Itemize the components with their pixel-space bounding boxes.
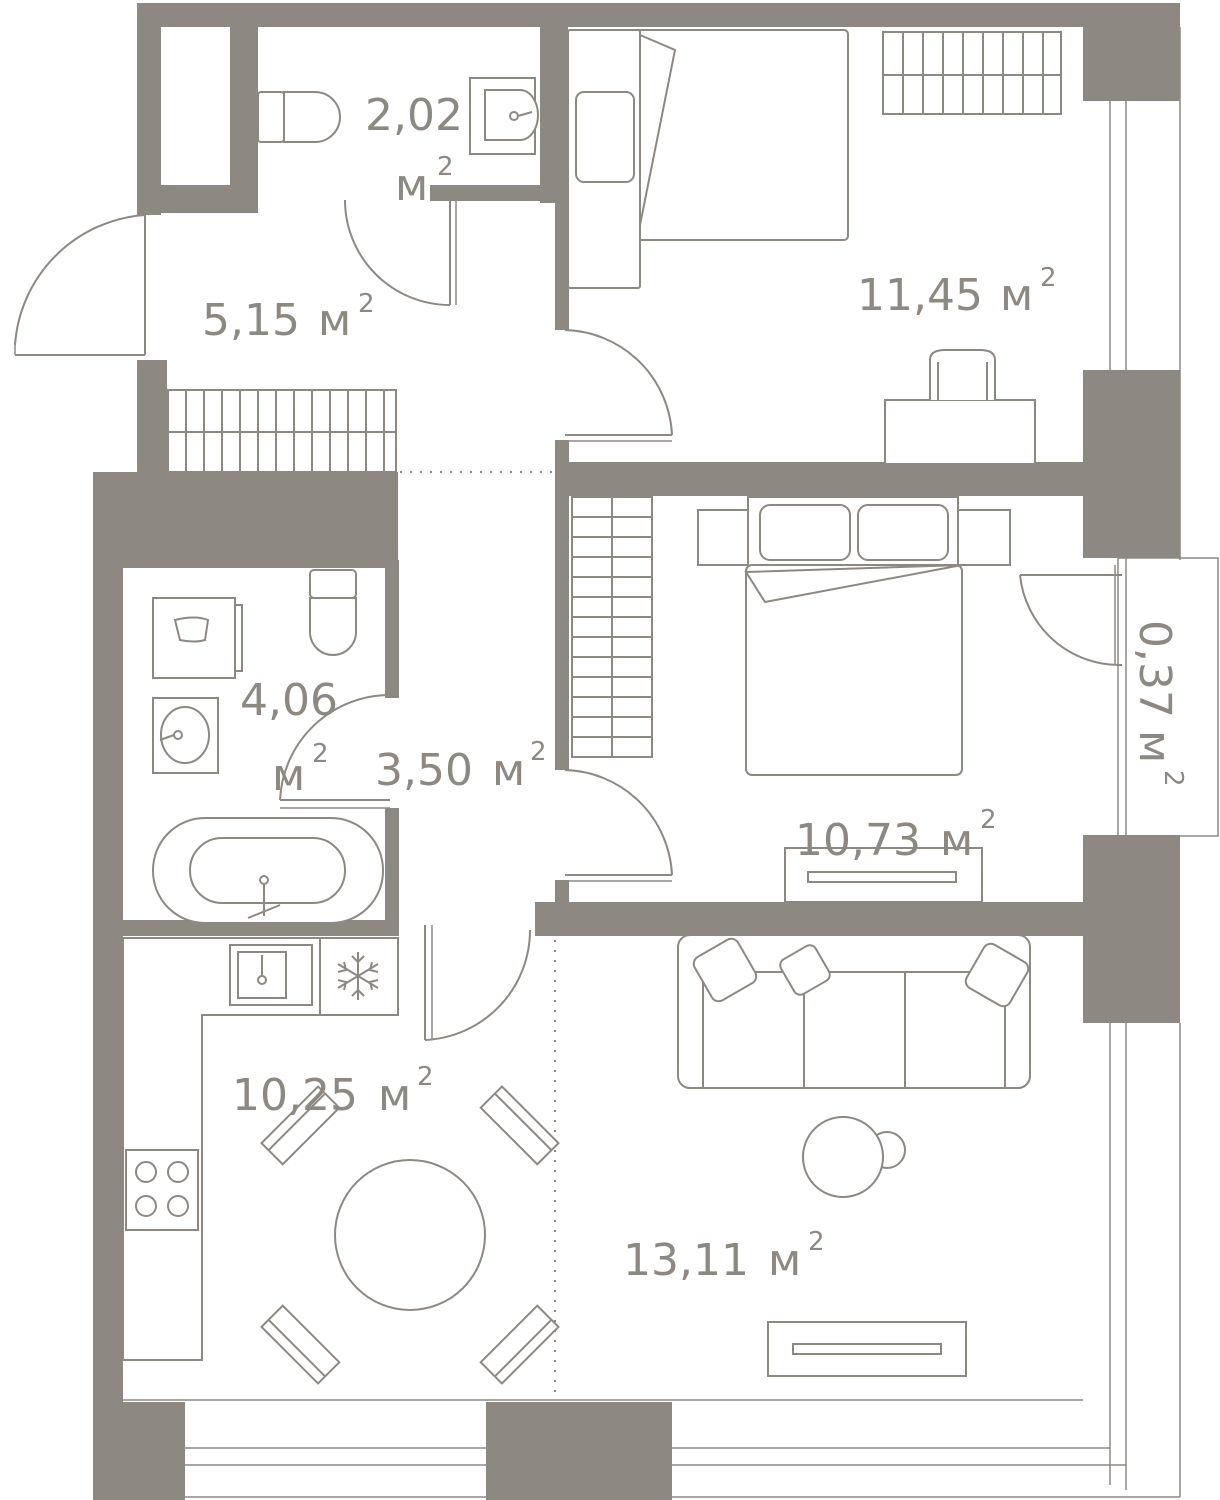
room-label-hall: 5,15 м 2 bbox=[202, 289, 375, 346]
bathtub-icon bbox=[152, 817, 384, 924]
svg-text:2: 2 bbox=[437, 152, 454, 182]
windows bbox=[93, 27, 1219, 1498]
svg-text:м: м bbox=[492, 745, 525, 796]
tv-stand-icon bbox=[767, 1321, 967, 1377]
bed-icon bbox=[697, 496, 1011, 776]
svg-text:м: м bbox=[1129, 730, 1180, 763]
sofa-icon bbox=[677, 934, 1031, 1089]
svg-text:м: м bbox=[378, 1070, 411, 1121]
svg-text:2,02: 2,02 bbox=[365, 90, 463, 141]
chair-icon bbox=[260, 1304, 341, 1385]
svg-text:13,11: 13,11 bbox=[623, 1235, 749, 1286]
snowflake-icon bbox=[337, 952, 379, 1000]
svg-text:м: м bbox=[272, 750, 305, 801]
svg-text:2: 2 bbox=[358, 289, 375, 319]
sink-icon bbox=[229, 944, 313, 1006]
sink-icon bbox=[152, 697, 219, 774]
room-label-bedroom-1: 11,45 м 2 bbox=[857, 263, 1057, 321]
dining-table-icon bbox=[260, 1085, 560, 1385]
chair-icon bbox=[260, 1085, 341, 1166]
room-label-wc: 2,02 м 2 bbox=[365, 90, 463, 211]
room-label-bathroom: 4,06 м 2 bbox=[240, 675, 338, 801]
svg-text:2: 2 bbox=[530, 737, 547, 767]
svg-text:2: 2 bbox=[1158, 770, 1188, 787]
svg-text:0,37: 0,37 bbox=[1129, 620, 1180, 718]
room-label-balcony: 0,37 м 2 bbox=[1129, 620, 1188, 787]
room-label-living: 13,11 м 2 bbox=[623, 1227, 825, 1286]
svg-text:3,50: 3,50 bbox=[375, 745, 473, 796]
svg-text:5,15: 5,15 bbox=[202, 295, 300, 346]
toilet-icon bbox=[309, 569, 357, 656]
room-label-corridor: 3,50 м 2 bbox=[375, 737, 547, 796]
doors bbox=[14, 196, 1123, 1041]
sink-icon bbox=[469, 77, 539, 155]
wardrobe-icon bbox=[167, 389, 397, 473]
svg-text:2: 2 bbox=[1040, 263, 1057, 293]
armchair-icon bbox=[802, 1116, 906, 1198]
stove-icon bbox=[125, 1149, 199, 1231]
svg-text:2: 2 bbox=[417, 1062, 434, 1092]
chair-icon bbox=[479, 1304, 560, 1385]
desk-icon bbox=[884, 349, 1036, 465]
svg-text:2: 2 bbox=[312, 739, 329, 769]
washing-machine-icon bbox=[152, 597, 243, 679]
room-label-bedroom-2: 10,73 м 2 bbox=[795, 805, 997, 866]
toilet-icon bbox=[257, 91, 341, 143]
svg-text:10,73: 10,73 bbox=[795, 815, 921, 866]
svg-text:м: м bbox=[1000, 270, 1033, 321]
svg-text:4,06: 4,06 bbox=[240, 675, 338, 726]
svg-text:10,25: 10,25 bbox=[232, 1070, 358, 1121]
svg-text:11,45: 11,45 bbox=[857, 270, 983, 321]
svg-text:м: м bbox=[768, 1235, 801, 1286]
bed-icon bbox=[567, 29, 849, 289]
svg-text:м: м bbox=[318, 295, 351, 346]
kitchen-counter bbox=[122, 937, 399, 1361]
chair-icon bbox=[479, 1085, 560, 1166]
room-label-kitchen: 10,25 м 2 bbox=[232, 1062, 434, 1121]
svg-text:м: м bbox=[940, 815, 973, 866]
walls bbox=[93, 3, 1180, 1500]
tv-stand-icon bbox=[784, 847, 983, 903]
wardrobe-icon bbox=[571, 496, 653, 758]
svg-text:м: м bbox=[395, 160, 428, 211]
wardrobe-icon bbox=[882, 31, 1062, 115]
svg-text:2: 2 bbox=[808, 1227, 825, 1257]
svg-text:2: 2 bbox=[980, 805, 997, 835]
